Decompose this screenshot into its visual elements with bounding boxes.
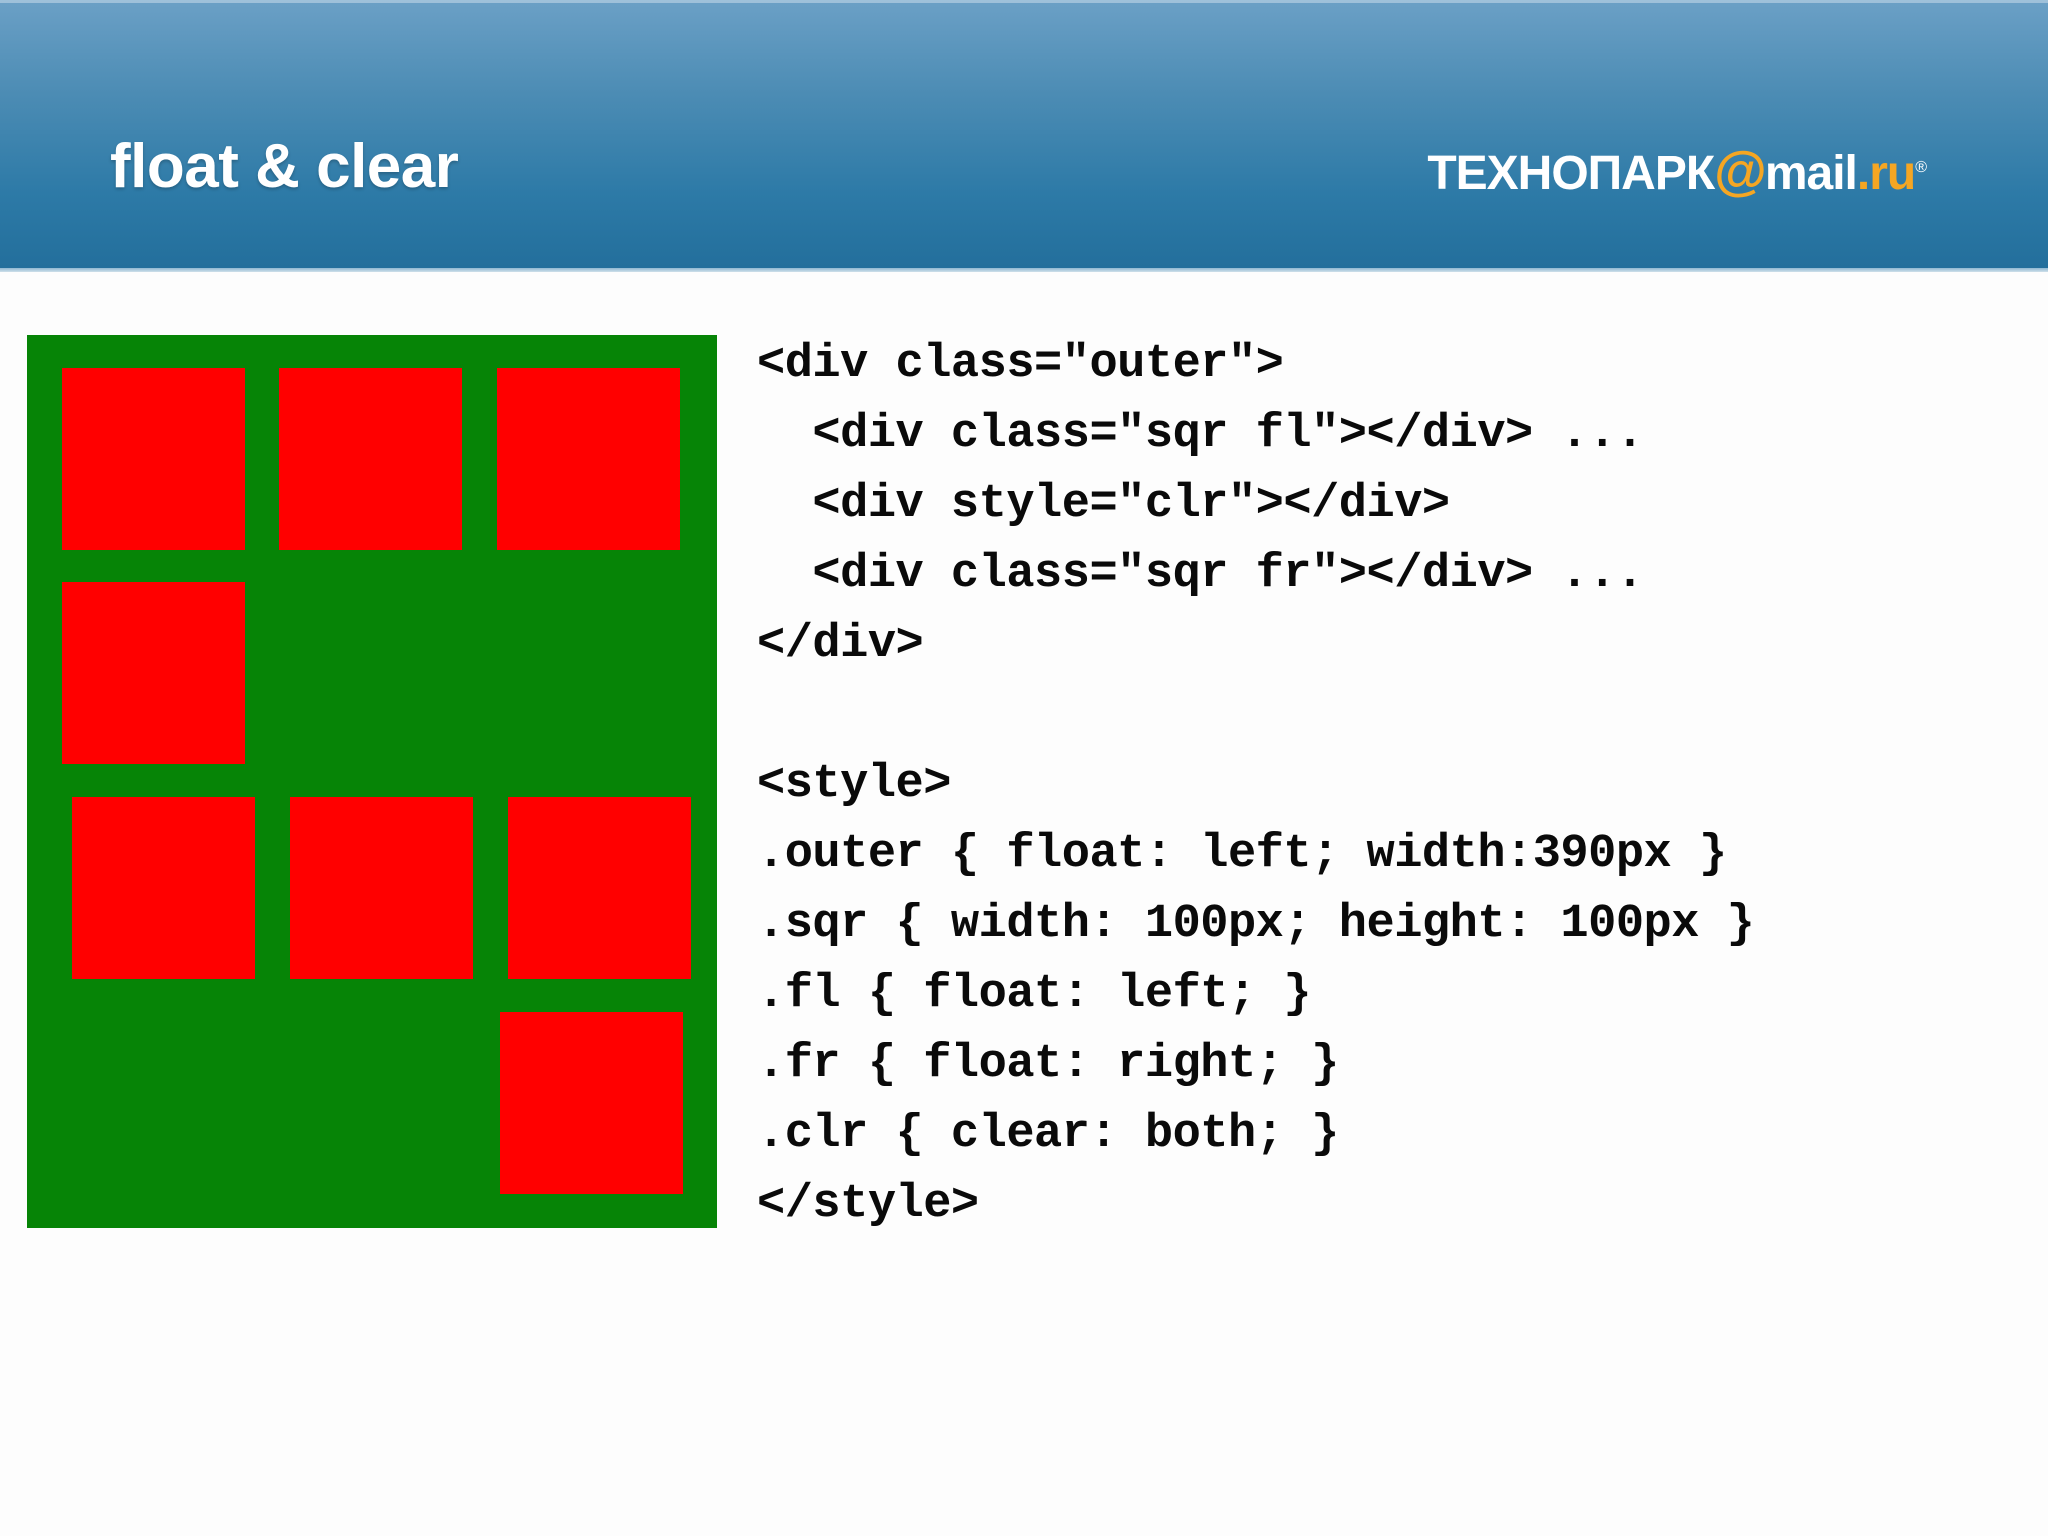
page-title: float & clear xyxy=(110,132,459,201)
sqr-fr-3 xyxy=(508,797,691,979)
sqr-fl-2 xyxy=(279,368,462,550)
code-line-2: <div class="sqr fl"></div> ... xyxy=(757,408,1644,461)
logo-registered-icon: ® xyxy=(1915,159,1927,176)
sqr-fl-3 xyxy=(497,368,680,550)
sqr-fl-1 xyxy=(62,368,245,550)
sqr-fl-4 xyxy=(62,582,245,764)
logo-at-icon: @ xyxy=(1714,141,1767,201)
code-line-1: <div class="outer"> xyxy=(757,338,1284,391)
code-line-13: </style> xyxy=(757,1178,979,1231)
code-line-9: .sqr { width: 100px; height: 100px } xyxy=(757,898,1755,951)
code-line-3: <div style="clr"></div> xyxy=(757,478,1450,531)
code-line-8: .outer { float: left; width:390px } xyxy=(757,828,1727,881)
code-sample: <div class="outer"> <div class="sqr fl">… xyxy=(757,330,2047,1240)
logo-text-tehnopark: ТЕХНОПАРК xyxy=(1427,147,1715,200)
sqr-fr-4 xyxy=(500,1012,683,1194)
code-line-6 xyxy=(757,680,2047,750)
sqr-fr-2 xyxy=(290,797,473,979)
code-line-7: <style> xyxy=(757,758,951,811)
slide-header xyxy=(0,0,2048,268)
code-line-10: .fl { float: left; } xyxy=(757,968,1312,1021)
tehnopark-mailru-logo: ТЕХНОПАРК@mail.ru® xyxy=(1427,140,1927,202)
header-top-highlight xyxy=(0,0,2048,3)
logo-text-ru: .ru xyxy=(1856,147,1916,200)
logo-text-mail: mail xyxy=(1764,147,1858,200)
sqr-fr-1 xyxy=(72,797,255,979)
code-line-11: .fr { float: right; } xyxy=(757,1038,1339,1091)
demo-outer-box xyxy=(27,335,717,1228)
header-bottom-divider xyxy=(0,268,2048,272)
code-line-4: <div class="sqr fr"></div> ... xyxy=(757,548,1644,601)
code-line-5: </div> xyxy=(757,618,924,671)
code-line-12: .clr { clear: both; } xyxy=(757,1108,1339,1161)
